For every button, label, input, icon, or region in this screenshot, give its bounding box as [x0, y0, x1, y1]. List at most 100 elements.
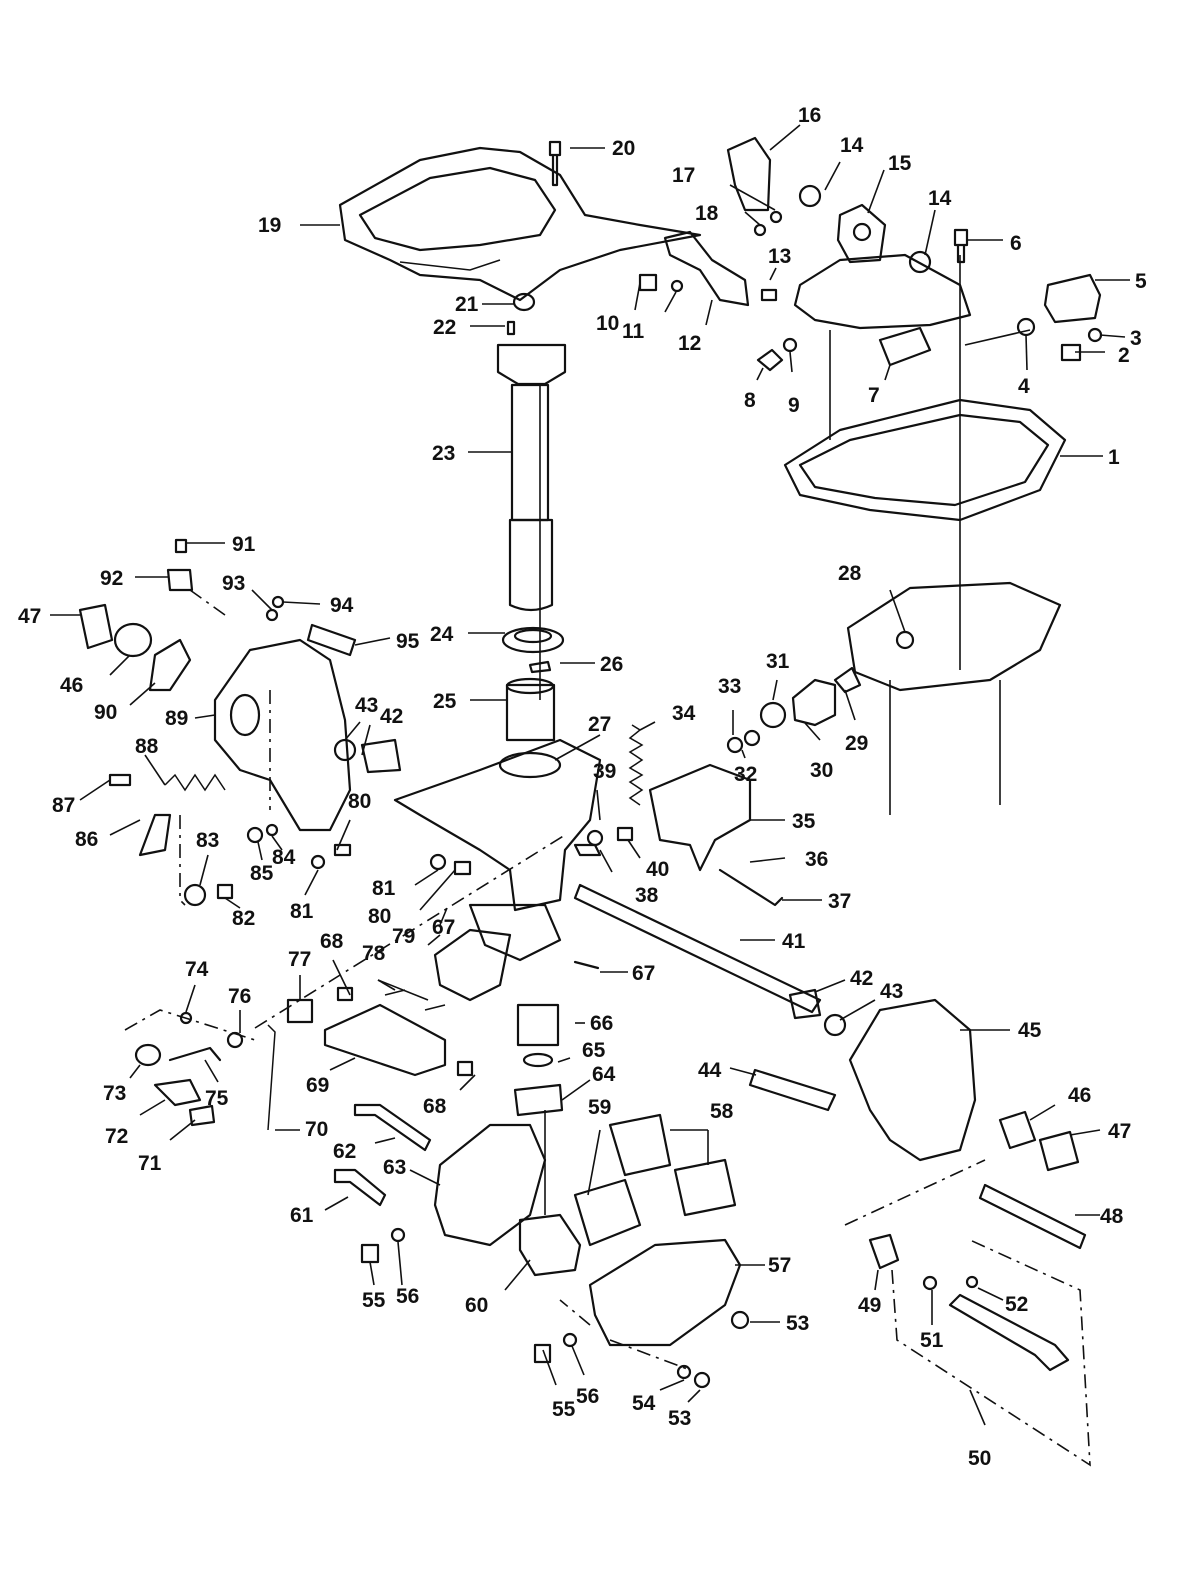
callout-label: 57: [768, 1254, 791, 1277]
callout-label: 19: [258, 214, 281, 237]
callout-label: 93: [222, 572, 245, 595]
callout-label: 55: [362, 1289, 386, 1312]
callout-label: 49: [858, 1294, 881, 1317]
callout-label: 78: [362, 942, 386, 965]
callout-label: 35: [792, 810, 816, 833]
callout-label: 86: [75, 828, 98, 851]
callout-label: 72: [105, 1125, 128, 1148]
callout-label: 62: [333, 1140, 356, 1163]
callout-label: 67: [632, 962, 655, 985]
callout-label: 54: [632, 1392, 656, 1415]
callout-label: 52: [1005, 1293, 1028, 1316]
callout-label: 3: [1130, 327, 1142, 350]
callout-label: 89: [165, 707, 188, 730]
callout-label: 69: [306, 1074, 329, 1097]
callout-label: 81: [290, 900, 314, 923]
callout-label: 36: [805, 848, 828, 871]
callout-label: 76: [228, 985, 251, 1008]
callout-label: 80: [348, 790, 371, 813]
callout-label: 12: [678, 332, 701, 355]
callout-label: 8: [744, 389, 756, 412]
callout-label: 82: [232, 907, 255, 930]
callout-label: 24: [430, 623, 454, 646]
callout-label: 29: [845, 732, 868, 755]
callout-label: 38: [635, 884, 659, 907]
callout-label: 48: [1100, 1205, 1124, 1228]
callout-label: 87: [52, 794, 75, 817]
callout-label: 79: [392, 925, 415, 948]
callout-label: 73: [103, 1082, 126, 1105]
callout-label: 21: [455, 293, 479, 316]
callout-labels: 1 2 3 4 5 6 7 8 9 10 11 12 13 14 14 15 1…: [18, 104, 1147, 1470]
callout-label: 13: [768, 245, 791, 268]
callout-label: 91: [232, 533, 256, 556]
callout-label: 6: [1010, 232, 1022, 255]
callout-label: 56: [576, 1385, 599, 1408]
callout-label: 85: [250, 862, 274, 885]
callout-label: 46: [60, 674, 83, 697]
callout-label: 50: [968, 1447, 991, 1470]
callout-label: 59: [588, 1096, 611, 1119]
callout-label: 20: [612, 137, 635, 160]
callout-label: 47: [18, 605, 41, 628]
callout-label: 10: [596, 312, 619, 335]
callout-label: 74: [185, 958, 209, 981]
callout-label: 84: [272, 846, 296, 869]
callout-label: 41: [782, 930, 806, 953]
callout-label: 23: [432, 442, 455, 465]
callout-label: 43: [355, 694, 378, 717]
callout-label: 40: [646, 858, 669, 881]
callout-label: 88: [135, 735, 159, 758]
callout-label: 83: [196, 829, 219, 852]
callout-label: 63: [383, 1156, 406, 1179]
callout-label: 90: [94, 701, 117, 724]
callout-leaders: [50, 124, 1130, 1426]
callout-label: 30: [810, 759, 833, 782]
callout-label: 53: [668, 1407, 691, 1430]
callout-label: 45: [1018, 1019, 1042, 1042]
callout-label: 2: [1118, 344, 1130, 367]
callout-label: 22: [433, 316, 456, 339]
callout-label: 68: [320, 930, 344, 953]
callout-label: 37: [828, 890, 851, 913]
callout-label: 60: [465, 1294, 488, 1317]
callout-label: 42: [380, 705, 403, 728]
callout-label: 18: [695, 202, 719, 225]
callout-label: 65: [582, 1039, 606, 1062]
part-drawings: [78, 136, 1103, 1389]
callout-label: 64: [592, 1063, 616, 1086]
callout-label: 17: [672, 164, 695, 187]
callout-label: 7: [868, 384, 880, 407]
callout-label: 27: [588, 713, 611, 736]
callout-label: 51: [920, 1329, 944, 1352]
callout-label: 77: [288, 948, 311, 971]
callout-label: 75: [205, 1087, 229, 1110]
callout-label: 5: [1135, 270, 1147, 293]
callout-label: 81: [372, 877, 396, 900]
callout-label: 58: [710, 1100, 734, 1123]
callout-label: 56: [396, 1285, 419, 1308]
assembly-guide-lines: [124, 255, 1091, 1467]
callout-label: 53: [786, 1312, 809, 1335]
callout-label: 32: [734, 763, 757, 786]
callout-label: 28: [838, 562, 862, 585]
callout-label: 43: [880, 980, 903, 1003]
callout-label: 15: [888, 152, 912, 175]
callout-label: 92: [100, 567, 123, 590]
callout-label: 25: [433, 690, 457, 713]
callout-label: 66: [590, 1012, 613, 1035]
callout-label: 94: [330, 594, 354, 617]
callout-label: 39: [593, 760, 616, 783]
callout-label: 67: [432, 916, 455, 939]
callout-label: 4: [1018, 375, 1030, 398]
callout-label: 14: [928, 187, 952, 210]
callout-label: 34: [672, 702, 696, 725]
callout-label: 47: [1108, 1120, 1131, 1143]
callout-label: 31: [766, 650, 790, 673]
callout-label: 95: [396, 630, 420, 653]
callout-label: 9: [788, 394, 800, 417]
callout-label: 68: [423, 1095, 447, 1118]
callout-label: 55: [552, 1398, 576, 1421]
callout-label: 16: [798, 104, 821, 127]
